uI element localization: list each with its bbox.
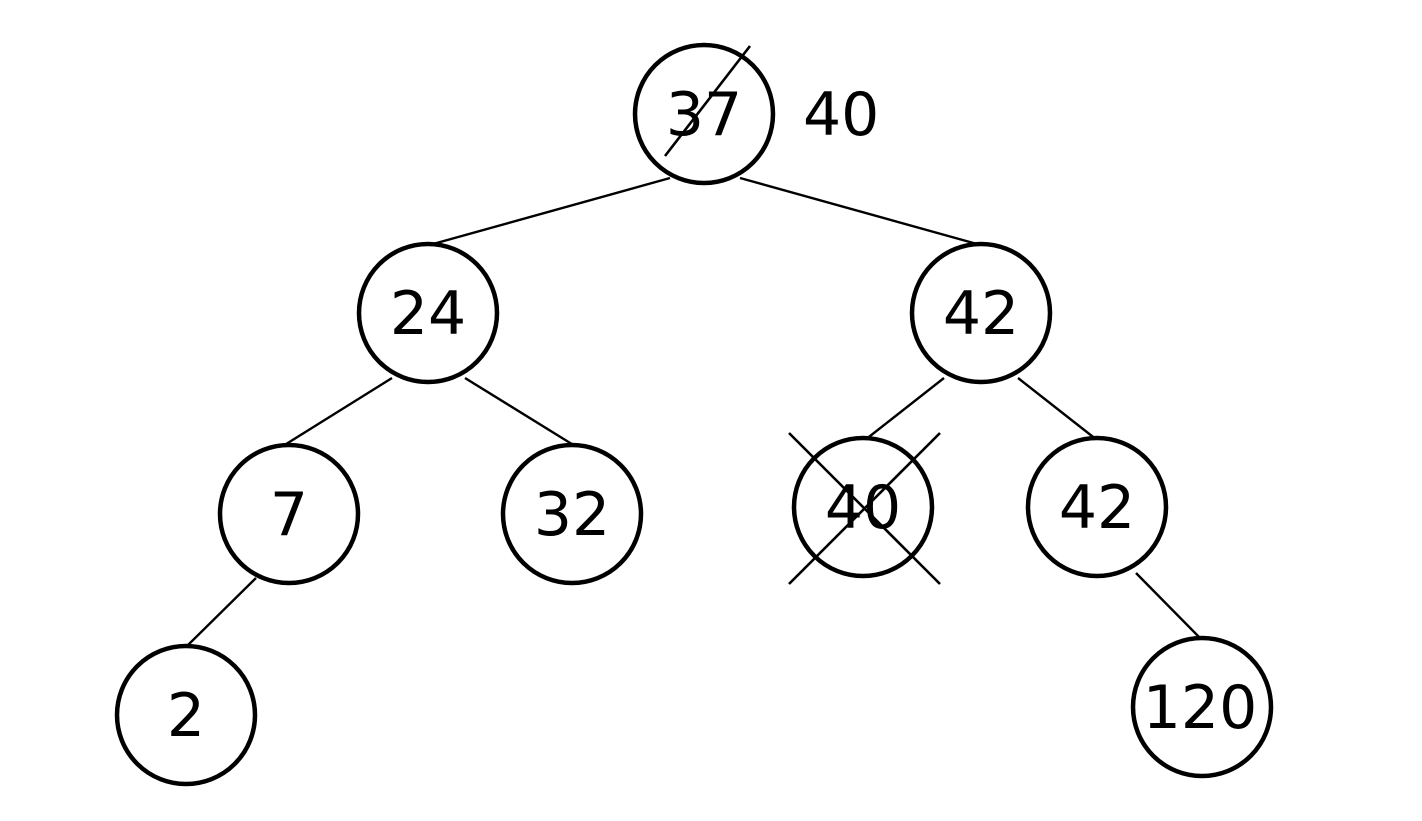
tree-edges xyxy=(186,176,1203,647)
node-value-ll: 7 xyxy=(270,480,308,550)
edge-root-l xyxy=(432,176,671,246)
tree-node-ll: 7 xyxy=(217,442,361,586)
tree-node-lll: 2 xyxy=(114,643,258,787)
node-value-l: 24 xyxy=(390,279,466,349)
tree-node-rl: 40 xyxy=(788,432,941,585)
strike-line-root xyxy=(663,45,752,157)
edge-r-rr xyxy=(1017,377,1098,441)
tree-node-lr: 32 xyxy=(500,442,644,586)
tree-node-r: 42 xyxy=(909,241,1053,385)
node-value-lr: 32 xyxy=(534,480,610,550)
edge-rr-rrr xyxy=(1135,572,1203,641)
node-value-lll: 2 xyxy=(167,681,205,751)
cross-line-rl-b xyxy=(788,432,941,585)
edge-l-lr xyxy=(464,376,576,448)
tree-node-rrr: 120 xyxy=(1130,635,1274,779)
node-value-r: 42 xyxy=(943,279,1019,349)
edge-ll-lll xyxy=(186,577,257,647)
edge-r-rl xyxy=(864,377,945,441)
tree-node-rr: 42 xyxy=(1025,435,1169,579)
node-value-rr: 42 xyxy=(1059,473,1135,543)
node-value-rrr: 120 xyxy=(1143,673,1258,743)
tree-node-l: 24 xyxy=(356,241,500,385)
edge-root-r xyxy=(739,176,978,246)
replacement-value-note: 40 xyxy=(803,80,879,150)
tree-node-root: 37 xyxy=(632,42,776,186)
edge-l-ll xyxy=(282,376,393,448)
